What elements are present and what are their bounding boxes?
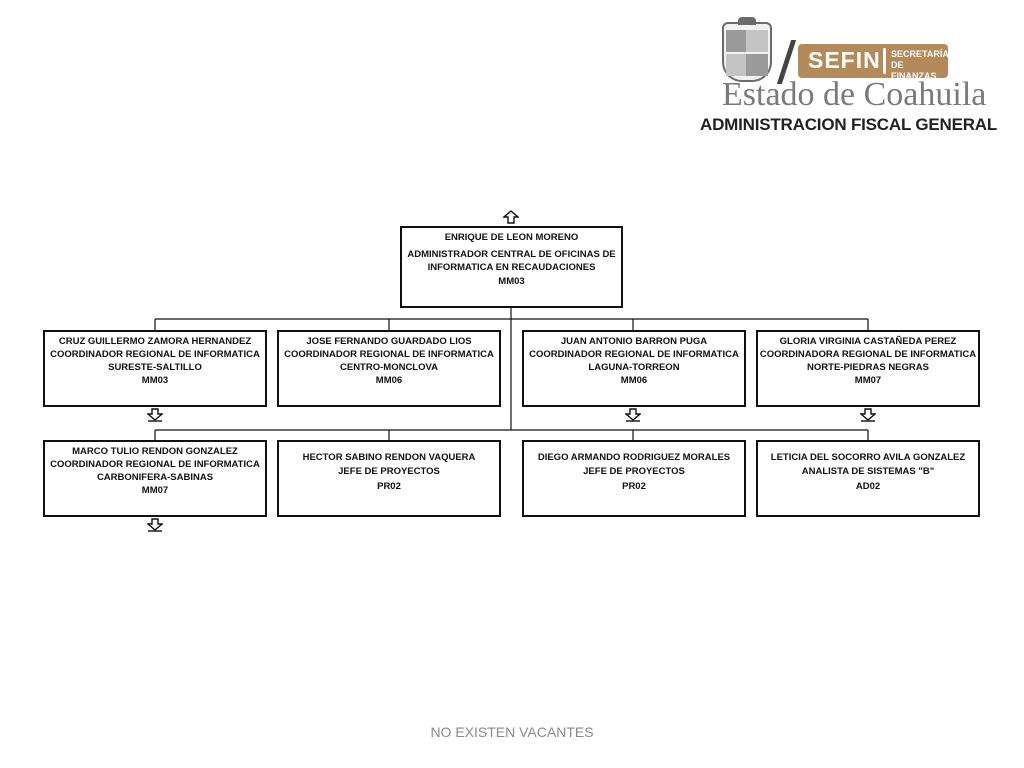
node-title: JEFE DE PROYECTOS [583,466,685,477]
node-name: CRUZ GUILLERMO ZAMORA HERNANDEZ [58,336,252,347]
sefin-word: SEFIN [808,47,881,73]
header-logo: SEFIN SECRETARÍA DE FINANZAS Estado de C… [700,16,1000,141]
node-title: JEFE DE PROYECTOS [338,466,440,477]
node-name: MARCO TULIO RENDON GONZALEZ [72,446,238,457]
node-name: HECTOR SABINO RENDON VAQUERA [302,452,476,463]
node-title: COORDINADOR REGIONAL DE INFORMATICA [50,459,260,470]
node-title: ADMINISTRADOR CENTRAL DE OFICINAS DE [407,249,616,260]
node-title-2: CARBONIFERA-SABINAS [96,472,214,483]
node-code: PR02 [377,481,401,492]
node-title: COORDINADOR REGIONAL DE INFORMATICA [529,349,739,360]
node-title-2: LAGUNA-TORREON [588,362,680,373]
sefin-sub-line2: DE FINANZAS [891,60,937,81]
node-code: MM03 [498,276,525,287]
state-name: Estado de Coahuila [722,76,987,113]
node-title: COORDINADORA REGIONAL DE INFORMATICA [759,349,977,360]
node-title: COORDINADOR REGIONAL DE INFORMATICA [50,349,260,360]
node-code: AD02 [855,481,881,492]
org-node-row1-2: JOSE FERNANDO GUARDADO LIOS COORDINADOR … [277,330,501,407]
sefin-sub-line1: SECRETARÍA [891,49,949,59]
org-node-row2-1: MARCO TULIO RENDON GONZALEZ COORDINADOR … [43,440,267,517]
org-node-row1-3: JUAN ANTONIO BARRON PUGA COORDINADOR REG… [522,330,746,407]
node-code: MM07 [854,375,882,386]
node-title-2: INFORMATICA EN RECAUDACIONES [427,262,596,273]
node-code: MM06 [375,375,403,386]
node-name: JOSE FERNANDO GUARDADO LIOS [306,336,472,347]
node-title: ANALISTA DE SISTEMAS "B" [801,466,935,477]
down-arrow-icon [147,408,163,422]
node-code: PR02 [622,481,646,492]
agency-name: ADMINISTRACION FISCAL GENERAL [700,115,998,134]
node-name: ENRIQUE DE LEON MORENO [444,232,579,243]
node-title-2: SURESTE-SALTILLO [108,362,202,373]
node-name: GLORIA VIRGINIA CASTAÑEDA PEREZ [779,336,957,347]
org-node-row2-4: LETICIA DEL SOCORRO AVILA GONZALEZ ANALI… [756,440,980,517]
node-title: COORDINADOR REGIONAL DE INFORMATICA [284,349,494,360]
down-arrow-icon [860,408,876,422]
org-node-root: ENRIQUE DE LEON MORENO ADMINISTRADOR CEN… [400,226,623,308]
down-arrow-icon [147,518,163,532]
node-code: MM03 [141,375,169,386]
node-title-2: NORTE-PIEDRAS NEGRAS [807,362,929,373]
node-code: MM06 [620,375,648,386]
node-code: MM07 [141,485,169,496]
node-name: JUAN ANTONIO BARRON PUGA [560,336,708,347]
node-name: DIEGO ARMANDO RODRIGUEZ MORALES [537,452,731,463]
sefin-badge: SEFIN SECRETARÍA DE FINANZAS [798,44,949,81]
vacancy-note: NO EXISTEN VACANTES [430,724,594,740]
org-node-row2-2: HECTOR SABINO RENDON VAQUERA JEFE DE PRO… [277,440,501,517]
org-node-row1-1: CRUZ GUILLERMO ZAMORA HERNANDEZ COORDINA… [43,330,267,407]
node-title-2: CENTRO-MONCLOVA [340,362,438,373]
up-arrow-icon [503,210,519,224]
coat-of-arms-icon [722,17,772,82]
sefin-subtitle: SECRETARÍA DE FINANZAS [891,49,949,82]
down-arrow-icon [625,408,641,422]
org-node-row2-3: DIEGO ARMANDO RODRIGUEZ MORALES JEFE DE … [522,440,746,517]
node-name: LETICIA DEL SOCORRO AVILA GONZALEZ [770,452,966,463]
org-node-row1-4: GLORIA VIRGINIA CASTAÑEDA PEREZ COORDINA… [756,330,980,407]
